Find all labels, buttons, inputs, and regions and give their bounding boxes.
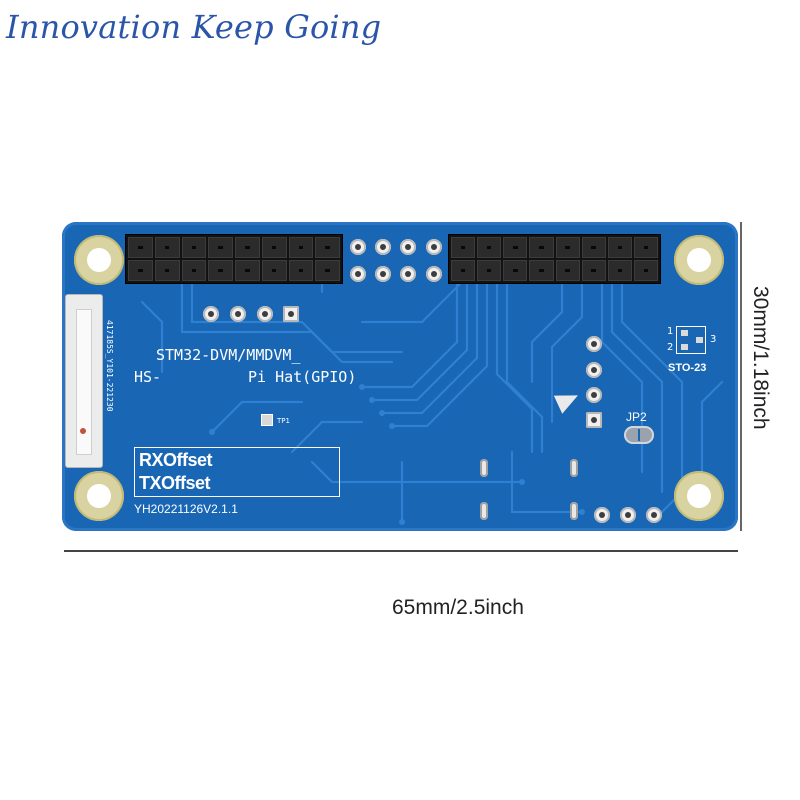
oval-pad: [480, 502, 488, 520]
tx-offset-label: TXOffset: [139, 473, 211, 493]
sot23-outline: [676, 326, 706, 354]
via-pad: [350, 239, 366, 255]
pcb-board: 417185S_Y101-221230 STM32-DVM/MMDVM_ HS-…: [62, 222, 738, 531]
via-pad: [350, 266, 366, 282]
slogan-heading: Innovation Keep Going: [6, 8, 382, 46]
height-dimension-line: [740, 222, 742, 531]
hs-label: HS-: [134, 368, 162, 386]
sot-pin1-label: 1: [667, 326, 674, 337]
height-dimension-label: 30mm/1.18inch: [749, 286, 772, 430]
via-pad: [426, 266, 442, 282]
oval-pad: [570, 502, 578, 520]
width-dimension-line: [64, 550, 738, 552]
via-pad: [400, 266, 416, 282]
header-pad: [646, 507, 662, 523]
via-pad: [375, 239, 391, 255]
board-model-label: STM32-DVM/MMDVM_: [156, 346, 301, 364]
mount-hole-bottom-right: [674, 471, 724, 521]
header-pad: [594, 507, 610, 523]
connector-code: 417185S_Y101-221230: [105, 320, 114, 412]
mount-hole-top-left: [74, 235, 124, 285]
sot-pin2-label: 2: [667, 342, 674, 353]
board-subtitle-label: Pi Hat(GPIO): [248, 368, 357, 386]
header-pad: [620, 507, 636, 523]
mount-hole-top-right: [674, 235, 724, 285]
jumper-pad: [624, 426, 654, 444]
connector-slot: [76, 309, 92, 455]
version-label: YH20221126V2.1.1: [134, 502, 238, 516]
copper-traces: [140, 270, 724, 525]
header-pad: [203, 306, 219, 322]
sot-package-label: STO-23: [668, 362, 707, 374]
antenna-connector: [65, 294, 103, 468]
width-dimension-label: 65mm/2.5inch: [392, 596, 524, 619]
via-pad: [400, 239, 416, 255]
header-pad: [230, 306, 246, 322]
oval-pad: [480, 459, 488, 477]
via-pad: [375, 266, 391, 282]
sot-pin3-label: 3: [710, 334, 717, 345]
status-led: [80, 428, 86, 434]
header-pad-square: [586, 412, 602, 428]
rx-offset-label: RXOffset: [139, 450, 213, 470]
test-point-label: TP1: [277, 417, 290, 425]
header-pad: [586, 362, 602, 378]
offset-box: RXOffset TXOffset: [134, 447, 340, 497]
oval-pad: [570, 459, 578, 477]
gpio-header-left: [125, 234, 343, 284]
test-point-pad: [261, 414, 273, 426]
gpio-header-right: [448, 234, 661, 284]
header-pad-square: [283, 306, 299, 322]
via-pad: [426, 239, 442, 255]
header-pad: [257, 306, 273, 322]
jumper-label: JP2: [626, 410, 647, 424]
header-pad: [586, 336, 602, 352]
header-pad: [586, 387, 602, 403]
mount-hole-bottom-left: [74, 471, 124, 521]
